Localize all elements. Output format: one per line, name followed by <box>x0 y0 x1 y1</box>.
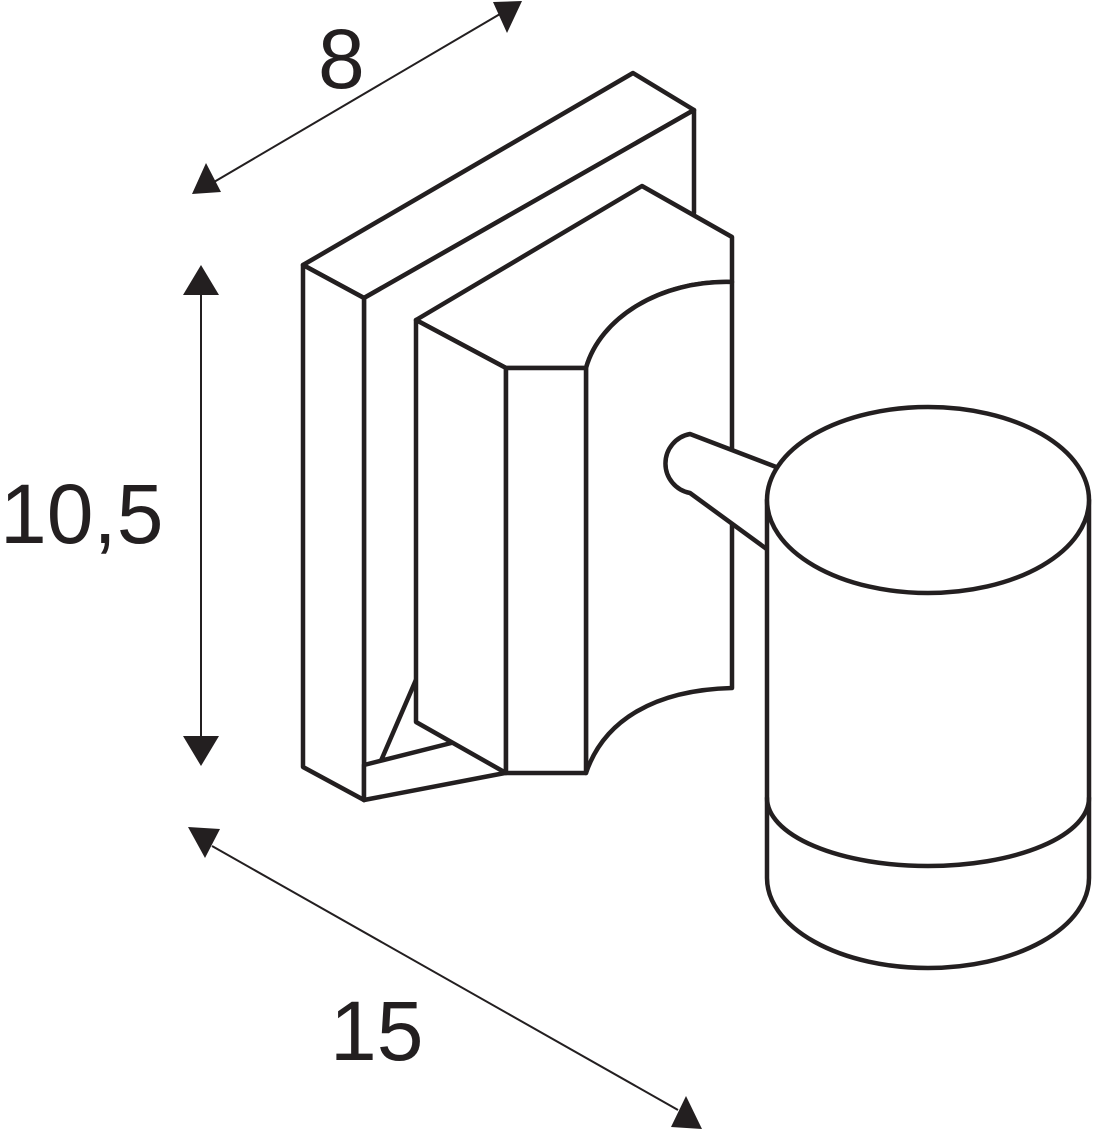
depth-dimension: 8 <box>192 1 522 194</box>
height-arrowhead-top <box>183 265 219 295</box>
mounting-block-bevel-face <box>413 317 509 776</box>
lamp-arm-rod <box>663 431 787 553</box>
depth-arrowhead-start <box>192 163 221 194</box>
height-dimension: 10,5 <box>0 265 219 766</box>
height-arrowhead-bottom <box>183 736 219 766</box>
spotlight-cylinder-top <box>764 404 1092 596</box>
width-dimension-line <box>211 845 679 1111</box>
width-arrowhead-start <box>188 827 220 858</box>
mounting-block <box>361 183 735 803</box>
mounting-block-side-face <box>583 279 735 776</box>
wall-plate-front-face <box>300 262 367 803</box>
depth-label: 8 <box>318 12 365 106</box>
spotlight-head <box>764 404 1092 971</box>
mounting-block-front-face <box>503 365 589 776</box>
spotlight-cylinder-body <box>764 497 1092 971</box>
depth-dimension-line <box>213 13 501 183</box>
width-dimension: 15 <box>188 827 702 1129</box>
lamp-arm <box>663 431 787 553</box>
height-label: 10,5 <box>0 467 164 561</box>
width-arrowhead-end <box>671 1096 702 1129</box>
spotlight-glass-ring-line <box>764 795 1092 869</box>
width-label: 15 <box>330 984 423 1078</box>
depth-arrowhead-end <box>493 1 522 33</box>
